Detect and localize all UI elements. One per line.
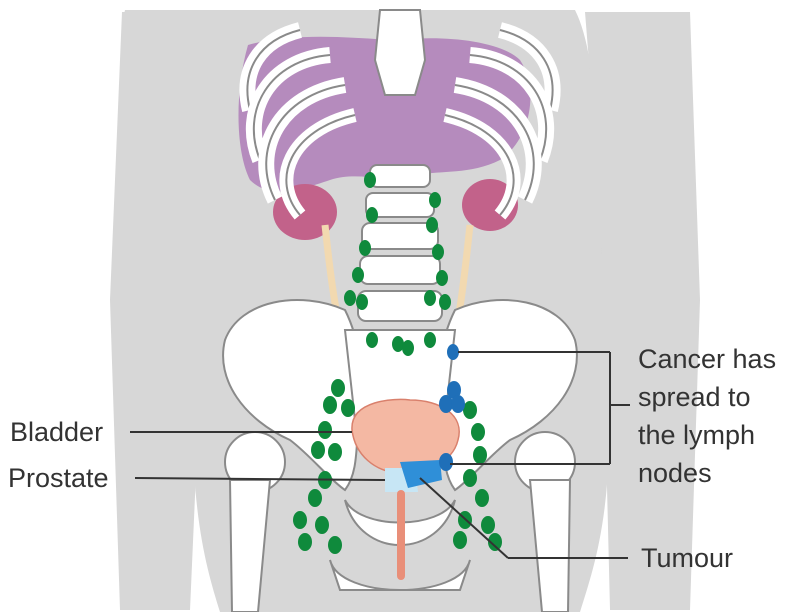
tumour-label: Tumour	[641, 541, 733, 575]
bladder-label: Bladder	[10, 415, 103, 449]
cancer-spread-label: Cancer has spread to the lymph nodes	[638, 340, 776, 492]
urethra	[397, 490, 405, 580]
cancer-spread-line-3: the lymph	[638, 416, 776, 454]
prostate-label: Prostate	[8, 461, 109, 495]
cancer-spread-line-4: nodes	[638, 454, 776, 492]
sternum	[375, 10, 425, 95]
cancer-spread-line-1: Cancer has	[638, 340, 776, 378]
cancer-spread-line-2: spread to	[638, 378, 776, 416]
